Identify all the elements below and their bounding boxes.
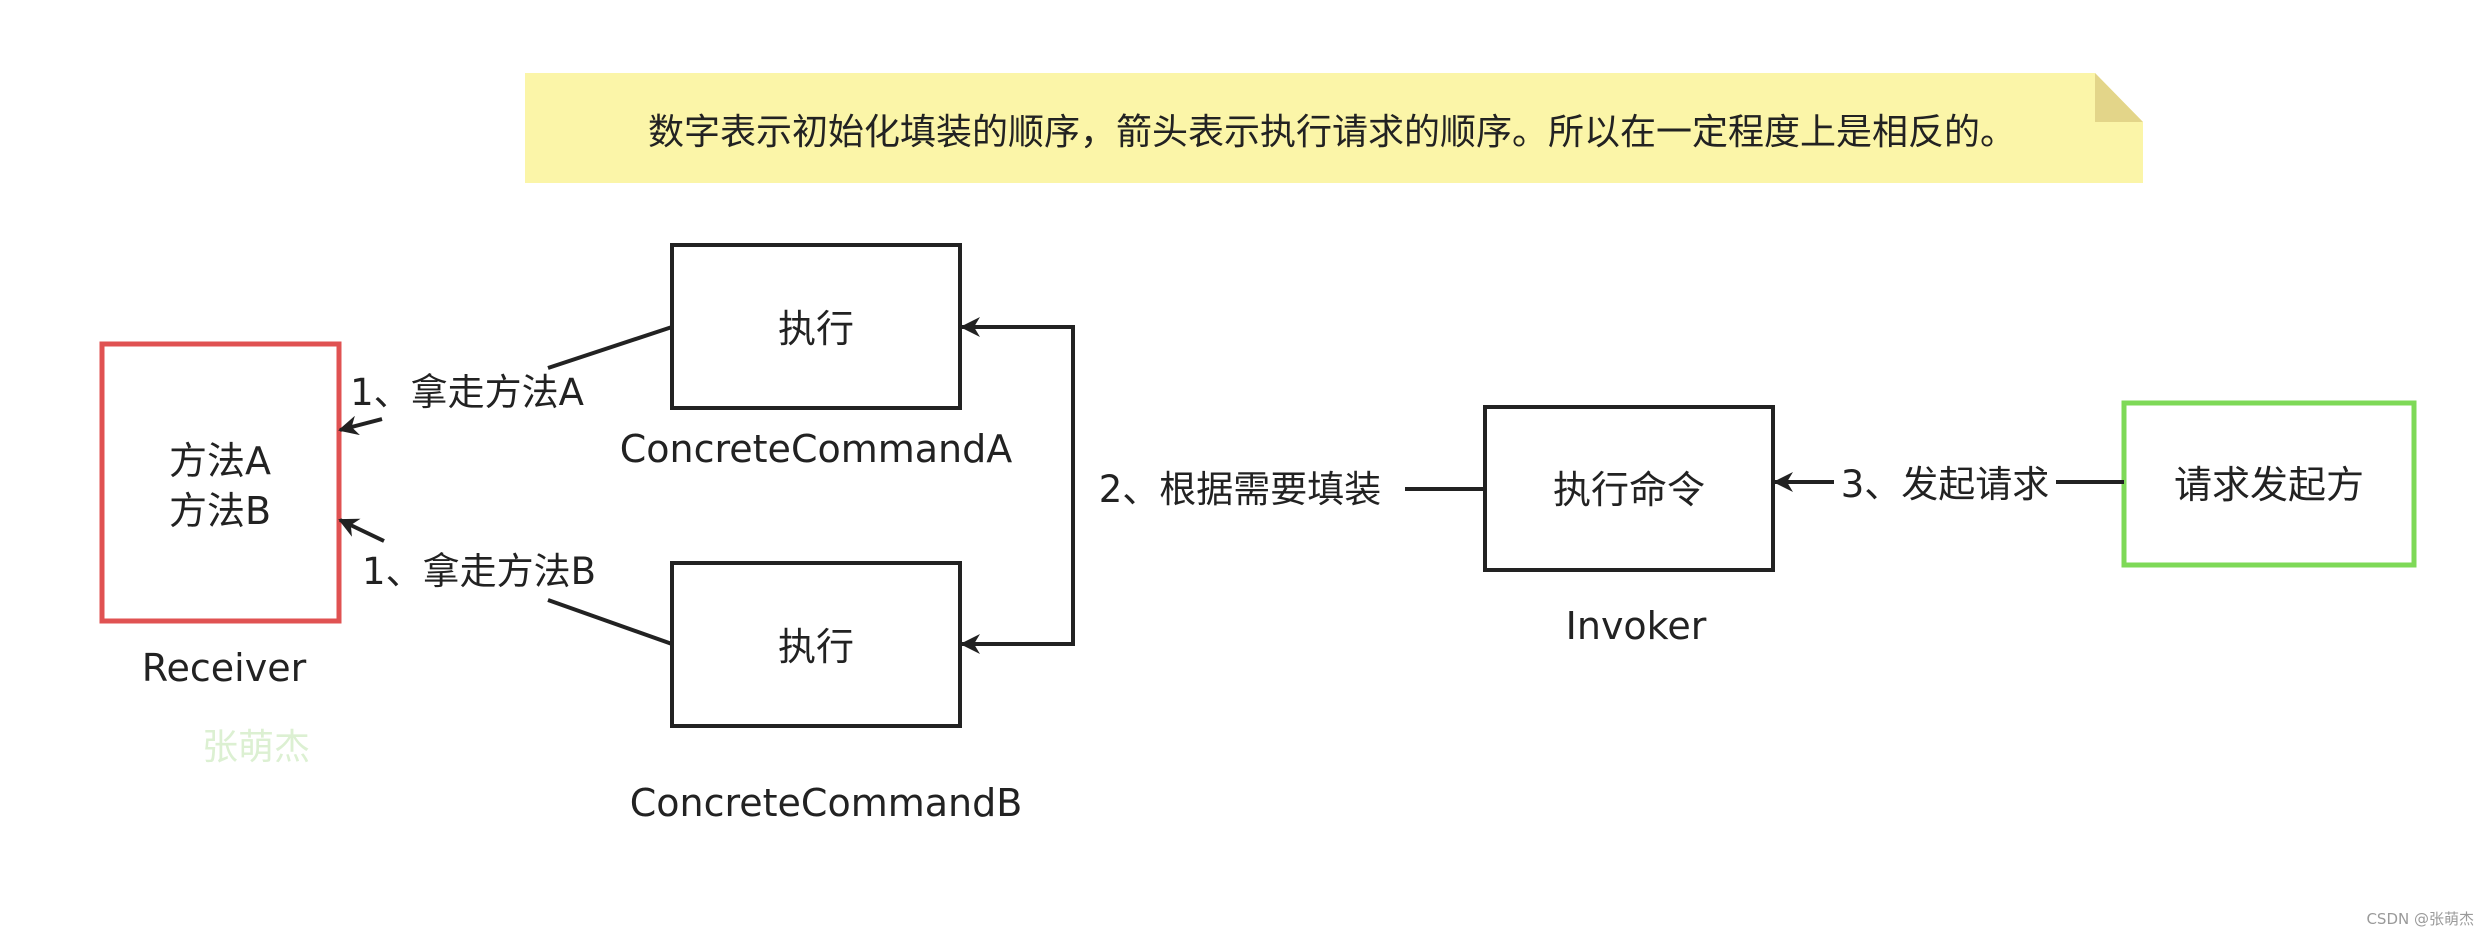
edge-take-a [340,325,673,430]
requester-box[interactable] [2121,400,2417,568]
edge-fill-to-b [960,489,1075,654]
invoker-label: 执行命令 [1553,468,1705,512]
edge-label-take-a: 1、拿走方法A [350,371,584,414]
note: 数字表示初始化填装的顺序，箭头表示执行请求的顺序。所以在一定程度上是相反的。 [525,73,2143,183]
command-a-label: 执行 [778,307,854,351]
receiver-box[interactable] [99,341,342,624]
note-text: 数字表示初始化填装的顺序，箭头表示执行请求的顺序。所以在一定程度上是相反的。 [648,112,2016,153]
edge-fill-to-a [960,317,1075,489]
invoker-caption: Invoker [1566,604,1707,648]
edge-take-b [340,520,673,646]
receiver-method-a: 方法A [169,439,271,483]
requester-label: 请求发起方 [2174,463,2364,507]
receiver-caption: Receiver [142,646,307,690]
command-b-caption: ConcreteCommandB [630,781,1023,825]
command-b-node: 执行 ConcreteCommandB [630,561,1023,825]
edges [340,317,2124,654]
edge-label-take-b: 1、拿走方法B [362,550,596,593]
receiver-method-b: 方法B [169,489,271,533]
credit: CSDN @张萌杰 [2366,910,2474,928]
command-a-node: 执行 ConcreteCommandA [620,243,1013,471]
watermark: 张萌杰 [202,727,310,768]
requester-node: 请求发起方 [2121,400,2417,568]
command-a-caption: ConcreteCommandA [620,427,1013,471]
receiver-node: 方法A 方法B Receiver [99,341,342,690]
edge-label-request: 3、发起请求 [1841,463,2050,506]
command-a-box[interactable] [670,243,962,410]
edge-label-fill: 2、根据需要填装 [1099,468,1382,511]
invoker-node: 执行命令 Invoker [1483,405,1775,648]
note-fold [2095,73,2143,122]
note-body [525,73,2143,183]
command-b-label: 执行 [778,625,854,669]
